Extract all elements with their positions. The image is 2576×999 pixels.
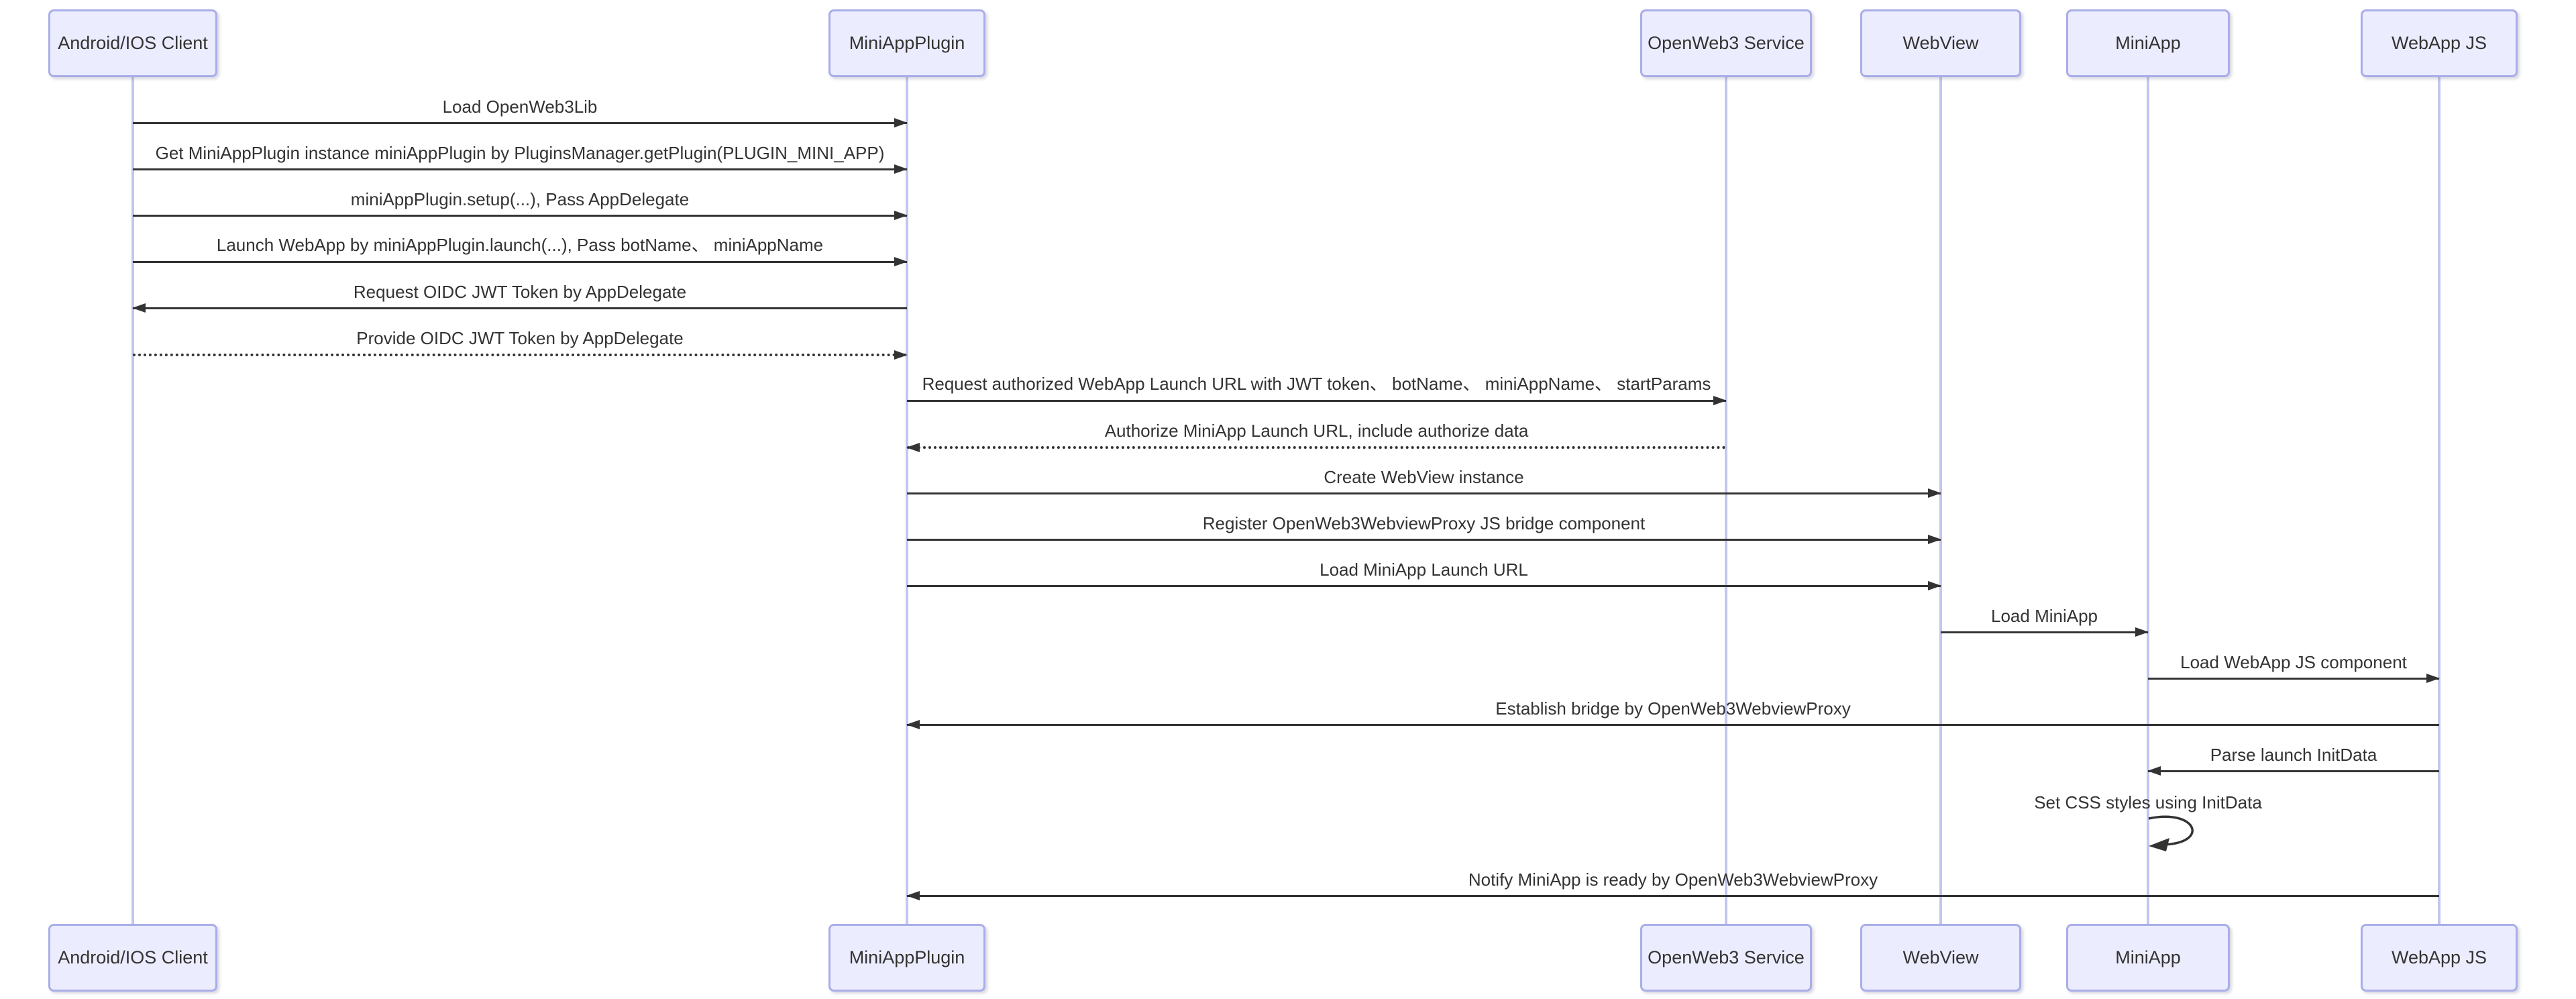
message-1-load-openweb3lib: Load OpenWeb3Lib <box>133 94 908 127</box>
solid-arrow-right <box>1941 627 2149 637</box>
actor-top-android-ios-client: Android/IOS Client <box>48 9 217 77</box>
lifeline-miniapp <box>2147 77 2149 924</box>
message-3-plugin-setup: miniAppPlugin.setup(...), Pass AppDelega… <box>133 187 908 220</box>
message-7-request-authorized-url: Request authorized WebApp Launch URL wit… <box>907 372 1727 405</box>
solid-arrow-left <box>132 303 907 313</box>
message-4-launch-webapp: Launch WebApp by miniAppPlugin.launch(..… <box>133 233 908 266</box>
actor-bottom-android-ios-client: Android/IOS Client <box>48 924 217 992</box>
actor-top-webview: WebView <box>1860 9 2021 77</box>
message-13-load-webapp-js: Load WebApp JS component <box>2148 649 2440 683</box>
solid-arrow-left <box>2147 766 2439 776</box>
dotted-arrow-left <box>906 443 1726 452</box>
actor-top-openweb3-service: OpenWeb3 Service <box>1640 9 1812 77</box>
message-label: Launch WebApp by miniAppPlugin.launch(..… <box>216 235 824 255</box>
message-15-parse-initdata: Parse launch InitData <box>2147 742 2439 776</box>
message-label: Request OIDC JWT Token by AppDelegate <box>353 282 687 302</box>
message-label: Get MiniAppPlugin instance miniAppPlugin… <box>155 143 885 163</box>
message-10-register-js-bridge: Register OpenWeb3WebviewProxy JS bridge … <box>907 511 1941 544</box>
solid-arrow-right <box>133 257 908 266</box>
message-9-create-webview: Create WebView instance <box>907 464 1941 498</box>
message-label: miniAppPlugin.setup(...), Pass AppDelega… <box>350 189 690 209</box>
solid-arrow-right <box>907 396 1727 405</box>
solid-arrow-right <box>907 581 1941 590</box>
message-11-load-launch-url: Load MiniApp Launch URL <box>907 557 1941 590</box>
message-label: Request authorized WebApp Launch URL wit… <box>922 374 1711 394</box>
actor-top-miniappplugin: MiniAppPlugin <box>828 9 985 77</box>
message-label: Authorize MiniApp Launch URL, include au… <box>1104 421 1529 441</box>
message-label: Notify MiniApp is ready by OpenWeb3Webvi… <box>1468 870 1878 890</box>
message-label: Load MiniApp <box>1991 606 2098 626</box>
message-6-provide-oidc-token: Provide OIDC JWT Token by AppDelegate <box>133 325 908 360</box>
message-14-establish-bridge: Establish bridge by OpenWeb3WebviewProxy <box>906 696 2439 729</box>
message-2-get-plugin-instance: Get MiniAppPlugin instance miniAppPlugin… <box>133 140 908 174</box>
message-8-authorize-launch-url: Authorize MiniApp Launch URL, include au… <box>906 418 1726 452</box>
solid-arrow-right <box>133 211 908 220</box>
message-label: Register OpenWeb3WebviewProxy JS bridge … <box>1202 513 1646 533</box>
message-label: Parse launch InitData <box>2210 745 2377 765</box>
self-loop-arrow <box>2148 815 2194 851</box>
actor-bottom-miniapp: MiniApp <box>2066 924 2230 992</box>
actor-bottom-webview: WebView <box>1860 924 2021 992</box>
message-label: Provide OIDC JWT Token by AppDelegate <box>356 328 684 348</box>
actor-top-miniapp: MiniApp <box>2066 9 2230 77</box>
message-17-notify-ready: Notify MiniApp is ready by OpenWeb3Webvi… <box>906 867 2439 900</box>
message-label: Set CSS styles using InitData <box>2034 792 2262 812</box>
lifeline-miniappplugin <box>906 77 908 924</box>
actor-bottom-openweb3-service: OpenWeb3 Service <box>1640 924 1812 992</box>
message-label: Load WebApp JS component <box>2180 652 2407 672</box>
lifeline-webview <box>1939 77 1942 924</box>
solid-arrow-right <box>133 164 908 174</box>
message-12-load-miniapp: Load MiniApp <box>1941 603 2149 637</box>
lifeline-openweb3-service <box>1725 77 1727 924</box>
solid-arrow-left <box>906 720 2439 729</box>
lifeline-webapp-js <box>2438 77 2440 924</box>
dotted-arrow-right <box>133 350 908 360</box>
actor-bottom-webapp-js: WebApp JS <box>2361 924 2518 992</box>
actor-top-webapp-js: WebApp JS <box>2361 9 2518 77</box>
lifeline-android-ios-client <box>131 77 134 924</box>
solid-arrow-left <box>906 891 2439 900</box>
message-5-request-oidc-token: Request OIDC JWT Token by AppDelegate <box>132 279 907 313</box>
message-label: Create WebView instance <box>1324 467 1524 487</box>
message-label: Load MiniApp Launch URL <box>1320 560 1528 580</box>
solid-arrow-right <box>2148 674 2440 683</box>
solid-arrow-right <box>907 488 1941 498</box>
message-16-set-css-styles: Set CSS styles using InitData <box>1947 789 2349 816</box>
message-label: Establish bridge by OpenWeb3WebviewProxy <box>1495 698 1851 719</box>
actor-bottom-miniappplugin: MiniAppPlugin <box>828 924 985 992</box>
message-label: Load OpenWeb3Lib <box>442 97 598 117</box>
solid-arrow-right <box>133 118 908 127</box>
solid-arrow-right <box>907 535 1941 544</box>
